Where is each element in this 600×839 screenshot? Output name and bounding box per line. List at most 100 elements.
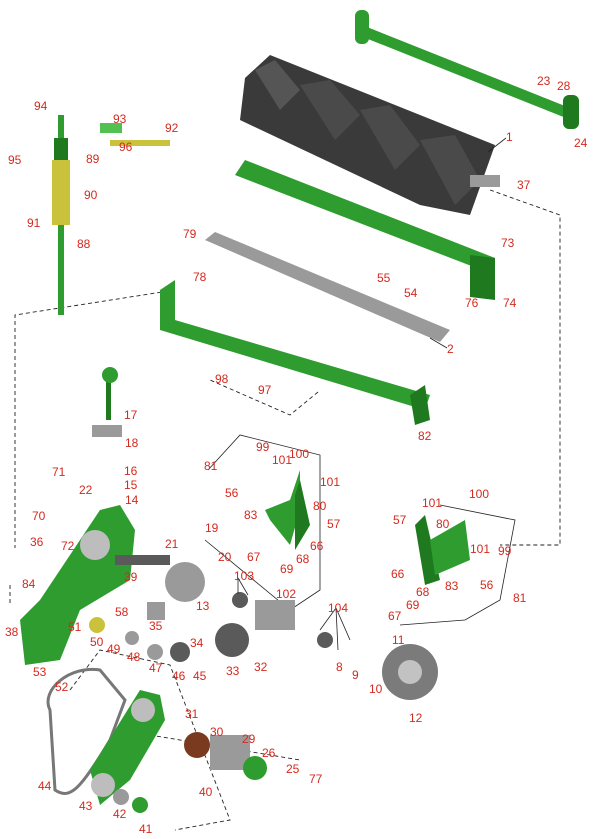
- roller-shaft: [355, 10, 579, 129]
- callout-label: 2: [447, 342, 454, 356]
- callout-label: 28: [557, 79, 571, 93]
- callout-label: 34: [190, 636, 204, 650]
- callout-label: 36: [30, 535, 44, 549]
- washer: [125, 631, 139, 645]
- callout-label: 69: [280, 562, 294, 576]
- callout-label: 83: [445, 579, 459, 593]
- callout-label: 67: [247, 550, 261, 564]
- callout-label: 15: [124, 478, 138, 492]
- callout-label: 57: [327, 517, 341, 531]
- callout-label: 42: [113, 807, 127, 821]
- callout-label: 24: [574, 136, 588, 150]
- callout-label: 45: [193, 669, 207, 683]
- callout-label: 18: [125, 436, 139, 450]
- callout-label: 13: [196, 599, 210, 613]
- callout-label: 58: [115, 605, 129, 619]
- washer: [89, 617, 105, 633]
- cap: [132, 797, 148, 813]
- dashed-assembly-line: [209, 379, 319, 416]
- callout-label: 66: [391, 567, 405, 581]
- callout-label: 21: [165, 537, 179, 551]
- callout-label: 8: [336, 660, 343, 674]
- dashed-assembly-line: [69, 649, 231, 831]
- leader-line: [335, 607, 339, 651]
- side-plate: [20, 505, 135, 665]
- callout-label: 52: [55, 680, 69, 694]
- callout-label: 101: [320, 475, 341, 489]
- callout-label: 22: [79, 483, 93, 497]
- leader-line: [487, 137, 507, 153]
- callout-label: 78: [193, 270, 207, 284]
- callout-label: 50: [90, 635, 104, 649]
- callout-label: 100: [469, 487, 490, 501]
- callout-label: 93: [113, 112, 127, 126]
- bedknife-bar: [235, 160, 495, 300]
- callout-label: 31: [185, 707, 199, 721]
- callout-label: 94: [34, 99, 48, 113]
- dashed-assembly-line: [149, 734, 301, 761]
- callout-label: 67: [388, 609, 402, 623]
- callout-label: 74: [503, 296, 517, 310]
- callout-label: 99: [498, 544, 512, 558]
- height-adjuster: [52, 115, 70, 315]
- dashed-assembly-line: [489, 189, 561, 546]
- callout-label: 26: [262, 746, 276, 760]
- hub: [243, 756, 267, 780]
- callout-label: 16: [124, 464, 138, 478]
- callout-label: 95: [8, 153, 22, 167]
- spacer: [255, 600, 295, 630]
- fork: [92, 425, 122, 437]
- callout-label: 29: [242, 732, 256, 746]
- callout-label: 99: [256, 440, 270, 454]
- callout-label: 39: [124, 570, 138, 584]
- callout-label: 10: [369, 682, 383, 696]
- callout-label: 37: [517, 178, 531, 192]
- callout-label: 66: [310, 539, 324, 553]
- bracket-line: [204, 434, 321, 611]
- callout-label: 69: [406, 598, 420, 612]
- drive-shaft: [115, 555, 205, 602]
- callout-label: 56: [480, 578, 494, 592]
- callout-label: 40: [199, 785, 213, 799]
- callout-label: 12: [409, 711, 423, 725]
- pin: [110, 140, 170, 146]
- bearing: [232, 592, 248, 608]
- callout-label: 70: [32, 509, 46, 523]
- bracket: [415, 515, 440, 585]
- callout-label: 47: [149, 661, 163, 675]
- callout-label: 76: [465, 296, 479, 310]
- cutting-reel: [240, 55, 500, 215]
- callout-label: 68: [296, 552, 310, 566]
- frame-bar: [160, 280, 430, 425]
- callout-label: 68: [416, 585, 430, 599]
- callout-label: 73: [501, 236, 515, 250]
- callout-label: 14: [125, 493, 139, 507]
- callout-label: 80: [313, 499, 327, 513]
- leader-line: [319, 607, 337, 631]
- callout-label: 44: [38, 779, 52, 793]
- leader-line: [335, 607, 351, 641]
- callout-label: 55: [377, 271, 391, 285]
- lever-arm: [106, 370, 111, 420]
- leader-line: [237, 577, 249, 596]
- callout-label: 48: [127, 650, 141, 664]
- dashed-assembly-line: [14, 289, 176, 548]
- callout-label: 104: [328, 601, 349, 615]
- bracket-line: [399, 504, 516, 626]
- callout-label: 9: [352, 668, 359, 682]
- callout-label: 49: [107, 642, 121, 656]
- callout-label: 1: [506, 130, 513, 144]
- gasket: [46, 667, 127, 795]
- bracket: [295, 480, 310, 550]
- callout-label: 103: [234, 569, 255, 583]
- bearing: [317, 632, 333, 648]
- gear: [215, 623, 249, 657]
- callout-label: 38: [5, 625, 19, 639]
- callout-label: 102: [276, 587, 297, 601]
- callout-label: 71: [52, 465, 66, 479]
- bracket: [265, 470, 300, 545]
- callout-label: 56: [225, 486, 239, 500]
- callout-label: 23: [537, 74, 551, 88]
